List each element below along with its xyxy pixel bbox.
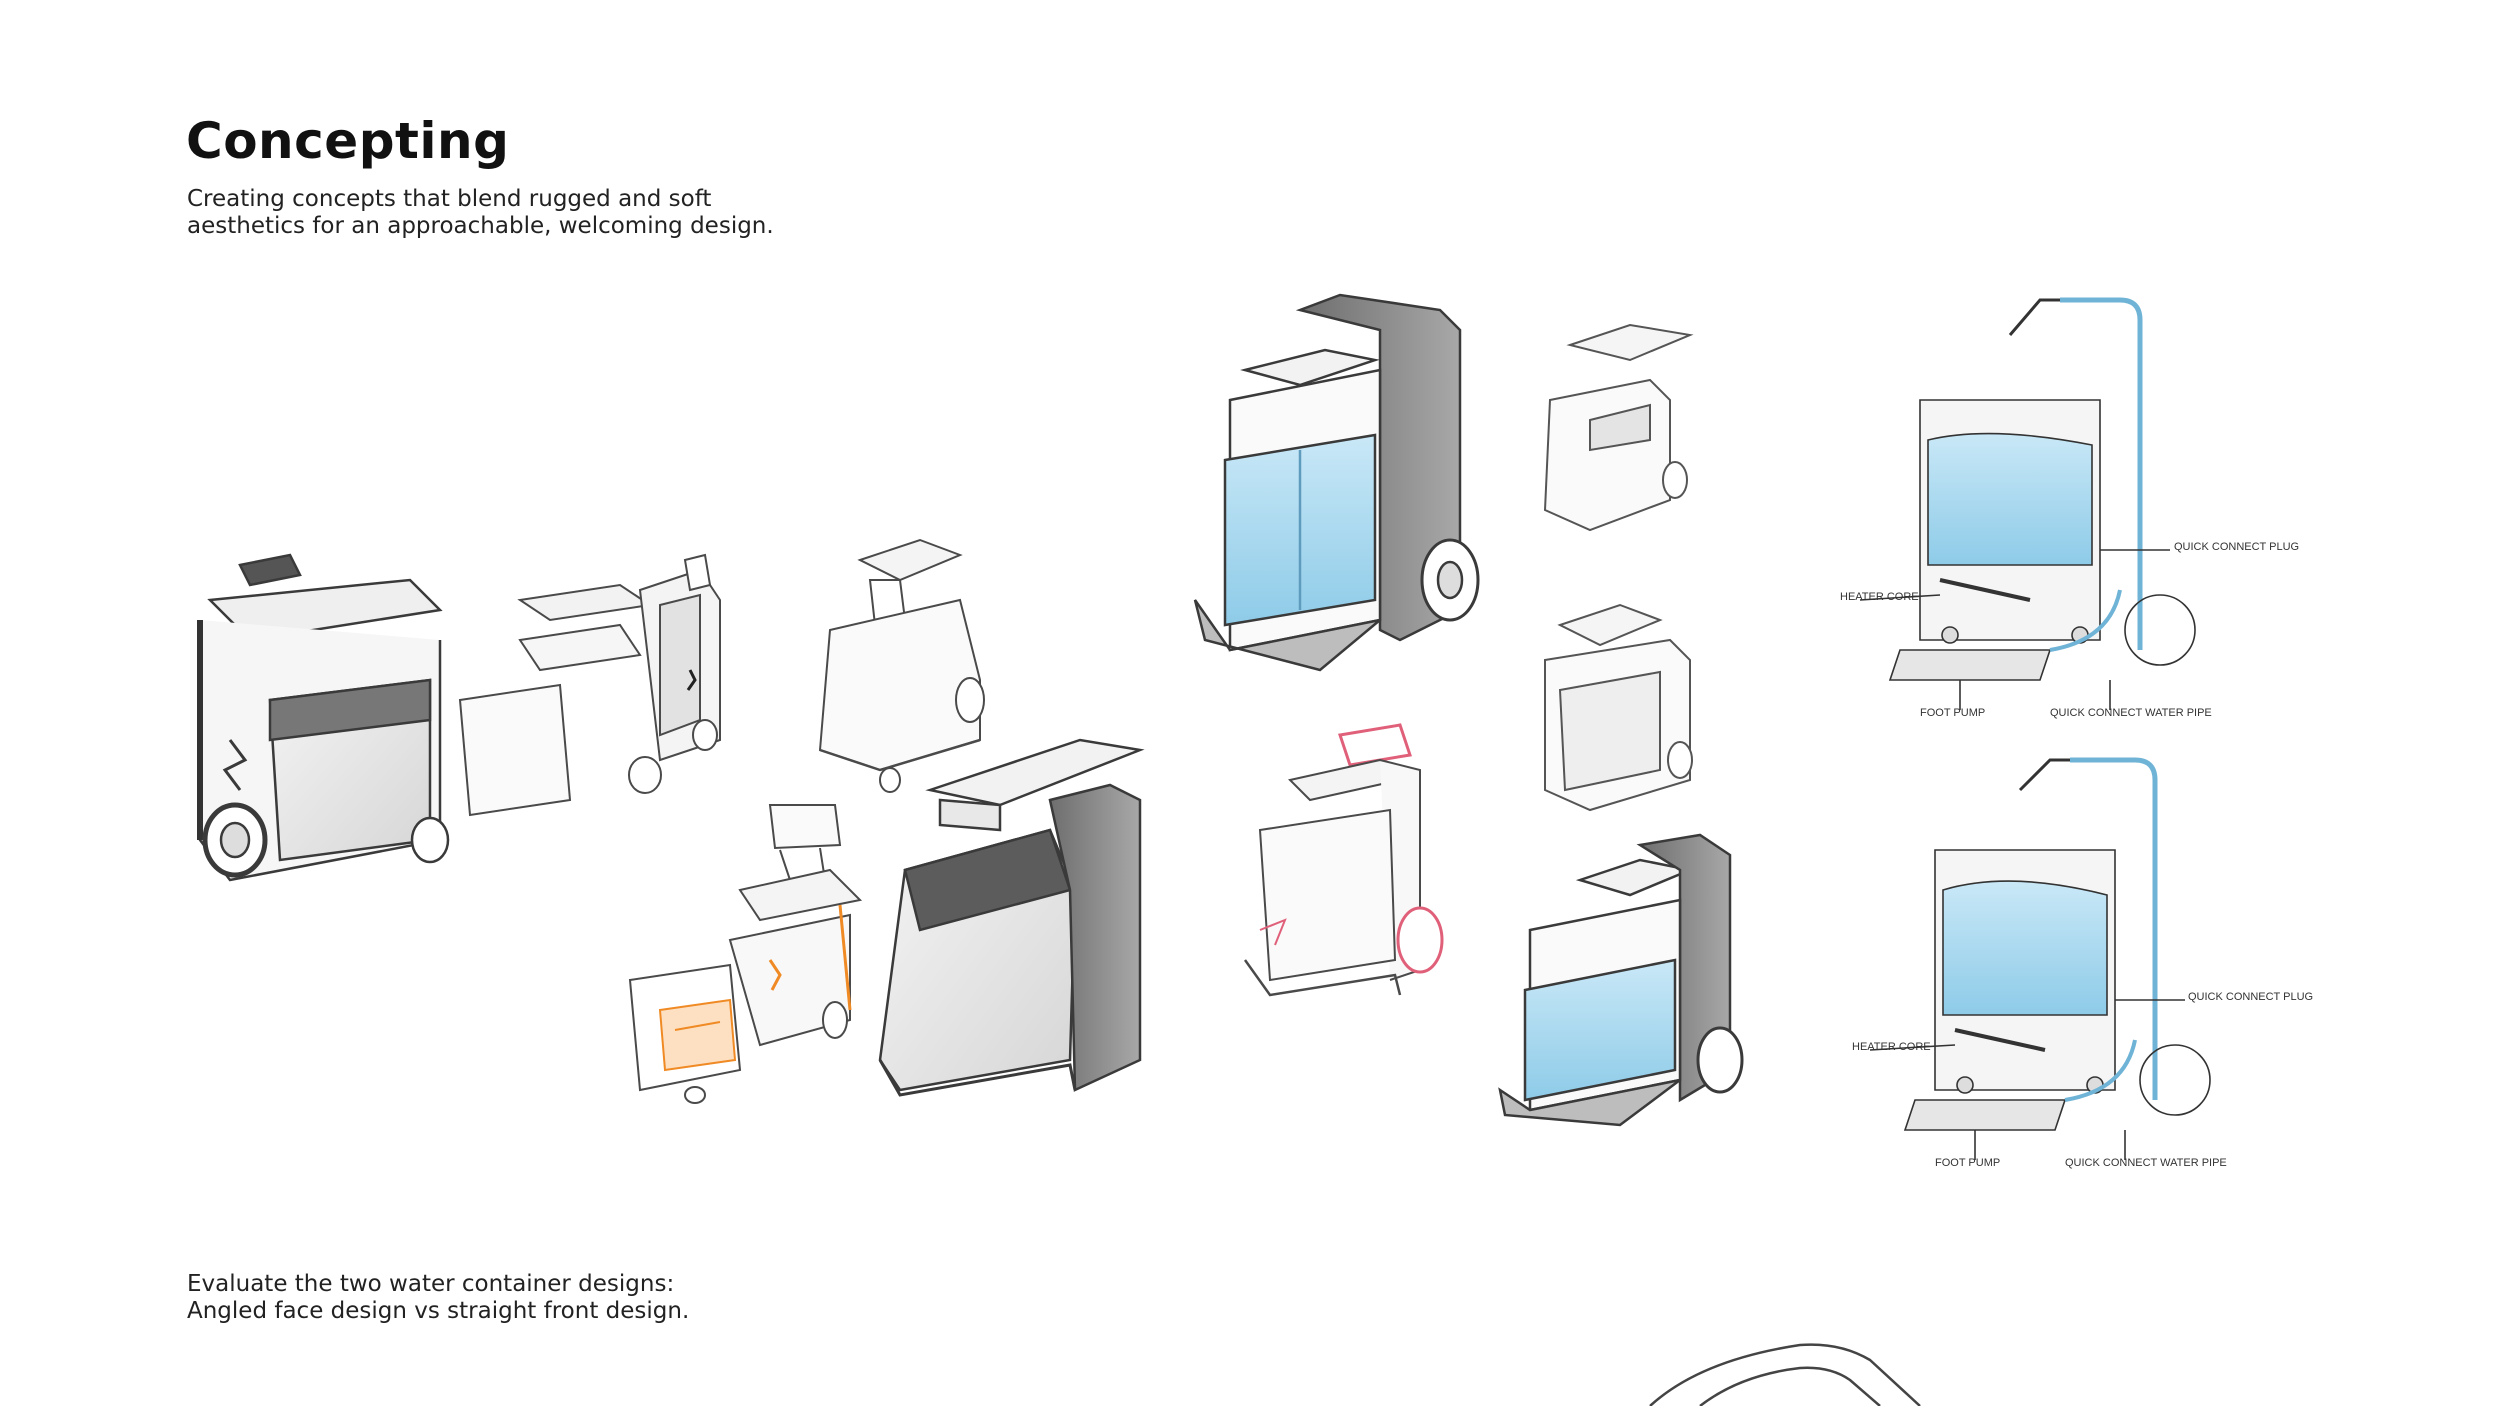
sketch-partial-bottom	[1649, 1343, 1921, 1406]
outro-line-1: Evaluate the two water container designs…	[187, 1271, 675, 1297]
intro-text: Creating concepts that blend rugged and …	[187, 186, 887, 240]
label-heater-core-top: HEATER CORE	[1840, 591, 1919, 603]
outro-line-2: Angled face design vs straight front des…	[187, 1298, 690, 1324]
page-title: Concepting	[186, 112, 510, 170]
sketch-cart-rugged	[197, 553, 450, 882]
sketch-cart-frame	[458, 553, 721, 817]
sketch-upright-small	[818, 538, 985, 793]
sketch-blue-tank-small	[1498, 833, 1744, 1127]
label-quick-connect-water-pipe-top: QUICK CONNECT WATER PIPE	[2050, 707, 2212, 719]
sketch-angled-dispenser	[878, 738, 1145, 1097]
label-quick-connect-plug-bottom: QUICK CONNECT PLUG	[2188, 991, 2313, 1003]
diagram-cross-section-top	[1859, 297, 2196, 710]
sketch-compact-white-1	[1543, 323, 1694, 532]
label-quick-connect-water-pipe-bottom: QUICK CONNECT WATER PIPE	[2065, 1157, 2227, 1169]
diagram-cross-section-bottom	[1869, 757, 2211, 1160]
label-heater-core-bottom: HEATER CORE	[1852, 1041, 1931, 1053]
sketch-blue-tank-large	[1193, 293, 1480, 672]
intro-line-2: aesthetics for an approachable, welcomin…	[187, 213, 774, 239]
sketch-cart-orange	[628, 804, 863, 1104]
label-foot-pump-bottom: FOOT PUMP	[1935, 1157, 2000, 1169]
outro-text: Evaluate the two water container designs…	[187, 1271, 987, 1325]
sketch-compact-white-2	[1544, 603, 1693, 812]
intro-line-1: Creating concepts that blend rugged and …	[187, 186, 712, 212]
sketch-cart-pink	[1243, 723, 1444, 997]
label-quick-connect-plug-top: QUICK CONNECT PLUG	[2174, 541, 2299, 553]
label-foot-pump-top: FOOT PUMP	[1920, 707, 1985, 719]
